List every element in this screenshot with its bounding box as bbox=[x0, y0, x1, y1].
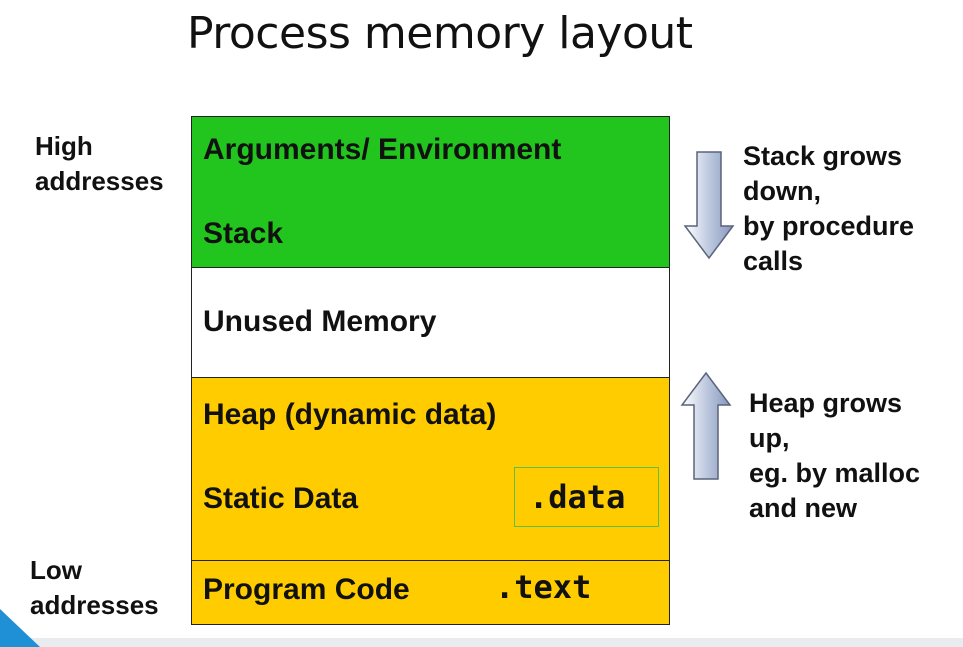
heap-static-region: Heap (dynamic data) Static Data .data bbox=[192, 378, 669, 561]
stack-growth-note: Stack grows down, by procedure calls bbox=[743, 141, 915, 276]
corner-accent-shape bbox=[0, 609, 40, 647]
down-arrow-icon bbox=[683, 151, 735, 260]
slide-footer-bar bbox=[0, 638, 963, 647]
stack-label: Stack bbox=[203, 217, 284, 250]
slide-title: Process memory layout bbox=[187, 8, 693, 59]
stack-region: Arguments/ Environment Stack bbox=[192, 117, 669, 268]
high-addresses-label: High addresses bbox=[35, 131, 164, 196]
arguments-environment-label: Arguments/ Environment bbox=[203, 133, 562, 166]
unused-memory-region: Unused Memory bbox=[192, 268, 669, 378]
unused-memory-label: Unused Memory bbox=[203, 305, 437, 338]
data-section-label: .data bbox=[529, 478, 626, 516]
up-arrow-icon bbox=[680, 371, 732, 480]
program-code-label: Program Code bbox=[203, 573, 410, 606]
low-addresses-label: Low addresses bbox=[30, 555, 159, 620]
heap-growth-note: Heap grows up, eg. by malloc and new bbox=[749, 388, 921, 523]
heap-label: Heap (dynamic data) bbox=[203, 398, 497, 431]
static-data-label: Static Data bbox=[203, 482, 359, 515]
text-section-label: .text bbox=[495, 568, 592, 606]
memory-layout-diagram: Arguments/ Environment Stack Unused Memo… bbox=[191, 116, 670, 625]
data-section-box bbox=[514, 467, 659, 527]
program-code-region: Program Code .text bbox=[192, 561, 669, 624]
